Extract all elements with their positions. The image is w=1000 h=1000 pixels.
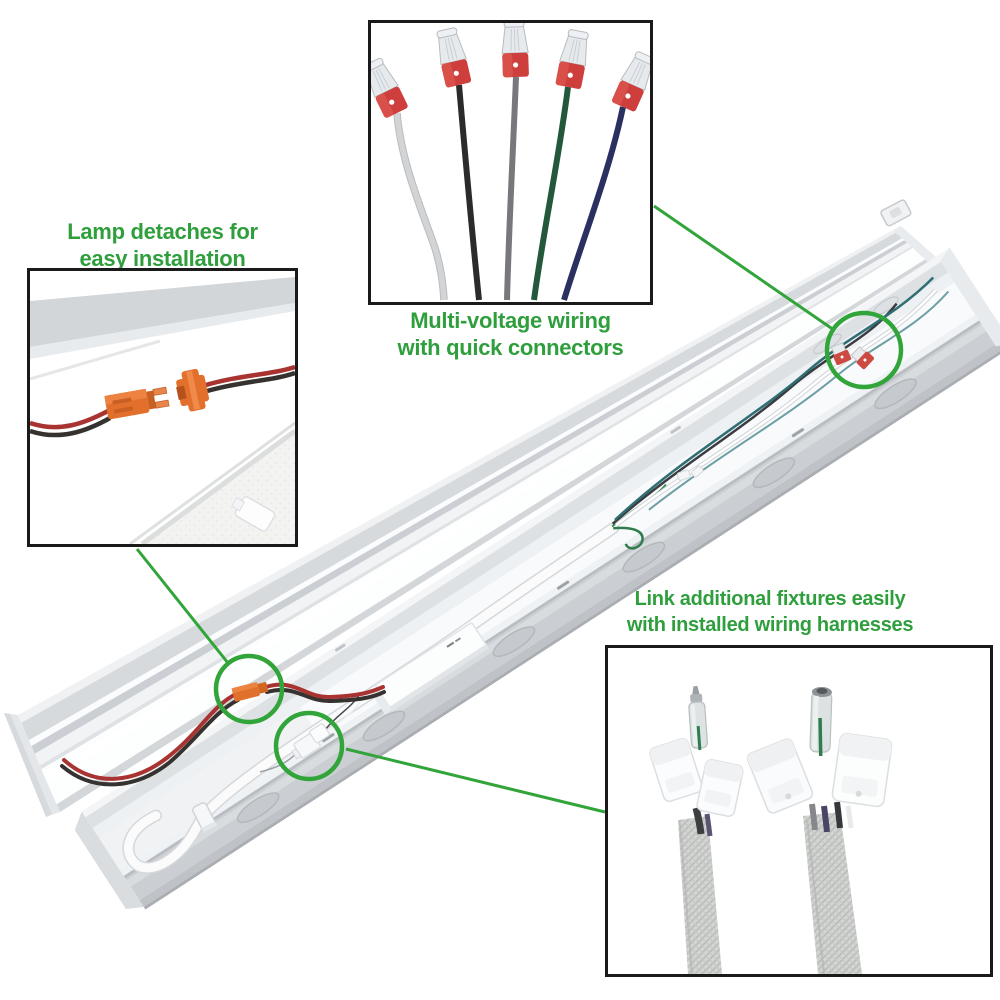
- rail-edge: [30, 277, 295, 347]
- lamp-fixture: [4, 199, 936, 817]
- harness-connector-right-a: [746, 738, 814, 814]
- quick-connector-2: [436, 27, 472, 88]
- wire-white: [394, 112, 447, 301]
- teal-wire: [614, 276, 935, 521]
- cable-clamp: [192, 802, 218, 833]
- ground-wire: [613, 526, 644, 550]
- caption-link: Link additional fixtures easily with ins…: [560, 586, 980, 638]
- quick-connector-1: [371, 57, 408, 118]
- caption-wiring-line1: Multi-voltage wiring: [410, 308, 611, 333]
- quick-connector-5: [612, 51, 650, 112]
- lamp-endcap-latch: [880, 199, 912, 227]
- callout-line-link: [345, 747, 606, 814]
- callout-box-lamp: [27, 268, 298, 547]
- wiring-box-photo: [371, 23, 650, 301]
- caption-lamp: Lamp detaches for easy installation: [10, 218, 315, 272]
- pigtail-terminal-right: [809, 687, 833, 757]
- wire-green: [531, 86, 571, 301]
- wire-blue: [561, 106, 626, 301]
- callout-box-wiring: [368, 20, 653, 305]
- black-wire: [611, 302, 898, 525]
- channel-end-right: [940, 247, 1000, 347]
- lamp-plug-connector: [259, 695, 361, 773]
- caption-wiring-line2: with quick connectors: [397, 335, 624, 360]
- lamp-box-photo: [30, 277, 295, 544]
- harness-left: [649, 686, 744, 974]
- wire-black: [456, 84, 482, 301]
- lamp-power-wire: [60, 682, 386, 787]
- caption-link-line2: with installed wiring harnesses: [626, 614, 914, 636]
- quick-connector-installed-1: [830, 342, 852, 366]
- highlight-circle-lamp-plug: [273, 710, 345, 782]
- wire-gray: [504, 76, 519, 301]
- harness-right: [746, 687, 893, 974]
- braided-sleeve-right: [803, 812, 862, 974]
- quick-connector-3: [501, 23, 529, 78]
- callout-overlay: [135, 204, 904, 814]
- pigtail-terminal-left: [688, 686, 708, 751]
- callout-box-link: [605, 645, 993, 977]
- detach-connector-male: [104, 386, 170, 420]
- caption-lamp-line1: Lamp detaches for: [67, 219, 258, 244]
- caption-link-line1: Link additional fixtures easily: [634, 588, 906, 610]
- quick-connector-4: [555, 29, 589, 89]
- harness-connector-left-b: [696, 758, 744, 818]
- detach-connector-female: [176, 368, 210, 412]
- power-whip-cable: [123, 523, 618, 873]
- inline-connectors: [676, 465, 704, 481]
- highlight-circle-quick-connectors: [824, 310, 904, 390]
- caption-lamp-line2: easy installation: [79, 246, 246, 271]
- lamp-endcap-right: [893, 226, 936, 262]
- callout-line-lamp: [135, 548, 230, 664]
- quick-connector-installed-2: [850, 346, 874, 370]
- lamp-lens: [41, 247, 926, 805]
- led-driver: [369, 622, 489, 715]
- highlight-circle-detach-connector: [213, 653, 285, 725]
- knockout-ovals: [236, 378, 917, 824]
- braided-sleeve-left: [678, 816, 722, 974]
- harness-connector-right-b: [831, 732, 893, 808]
- lens-clip: [231, 496, 276, 532]
- harness-connector-left-a: [649, 738, 703, 802]
- caption-wiring: Multi-voltage wiring with quick connecto…: [368, 307, 653, 361]
- callout-line-wiring: [653, 204, 835, 332]
- link-box-photo: [649, 686, 893, 974]
- channel-end-left: [74, 811, 144, 910]
- detach-connector-mated: [231, 681, 269, 702]
